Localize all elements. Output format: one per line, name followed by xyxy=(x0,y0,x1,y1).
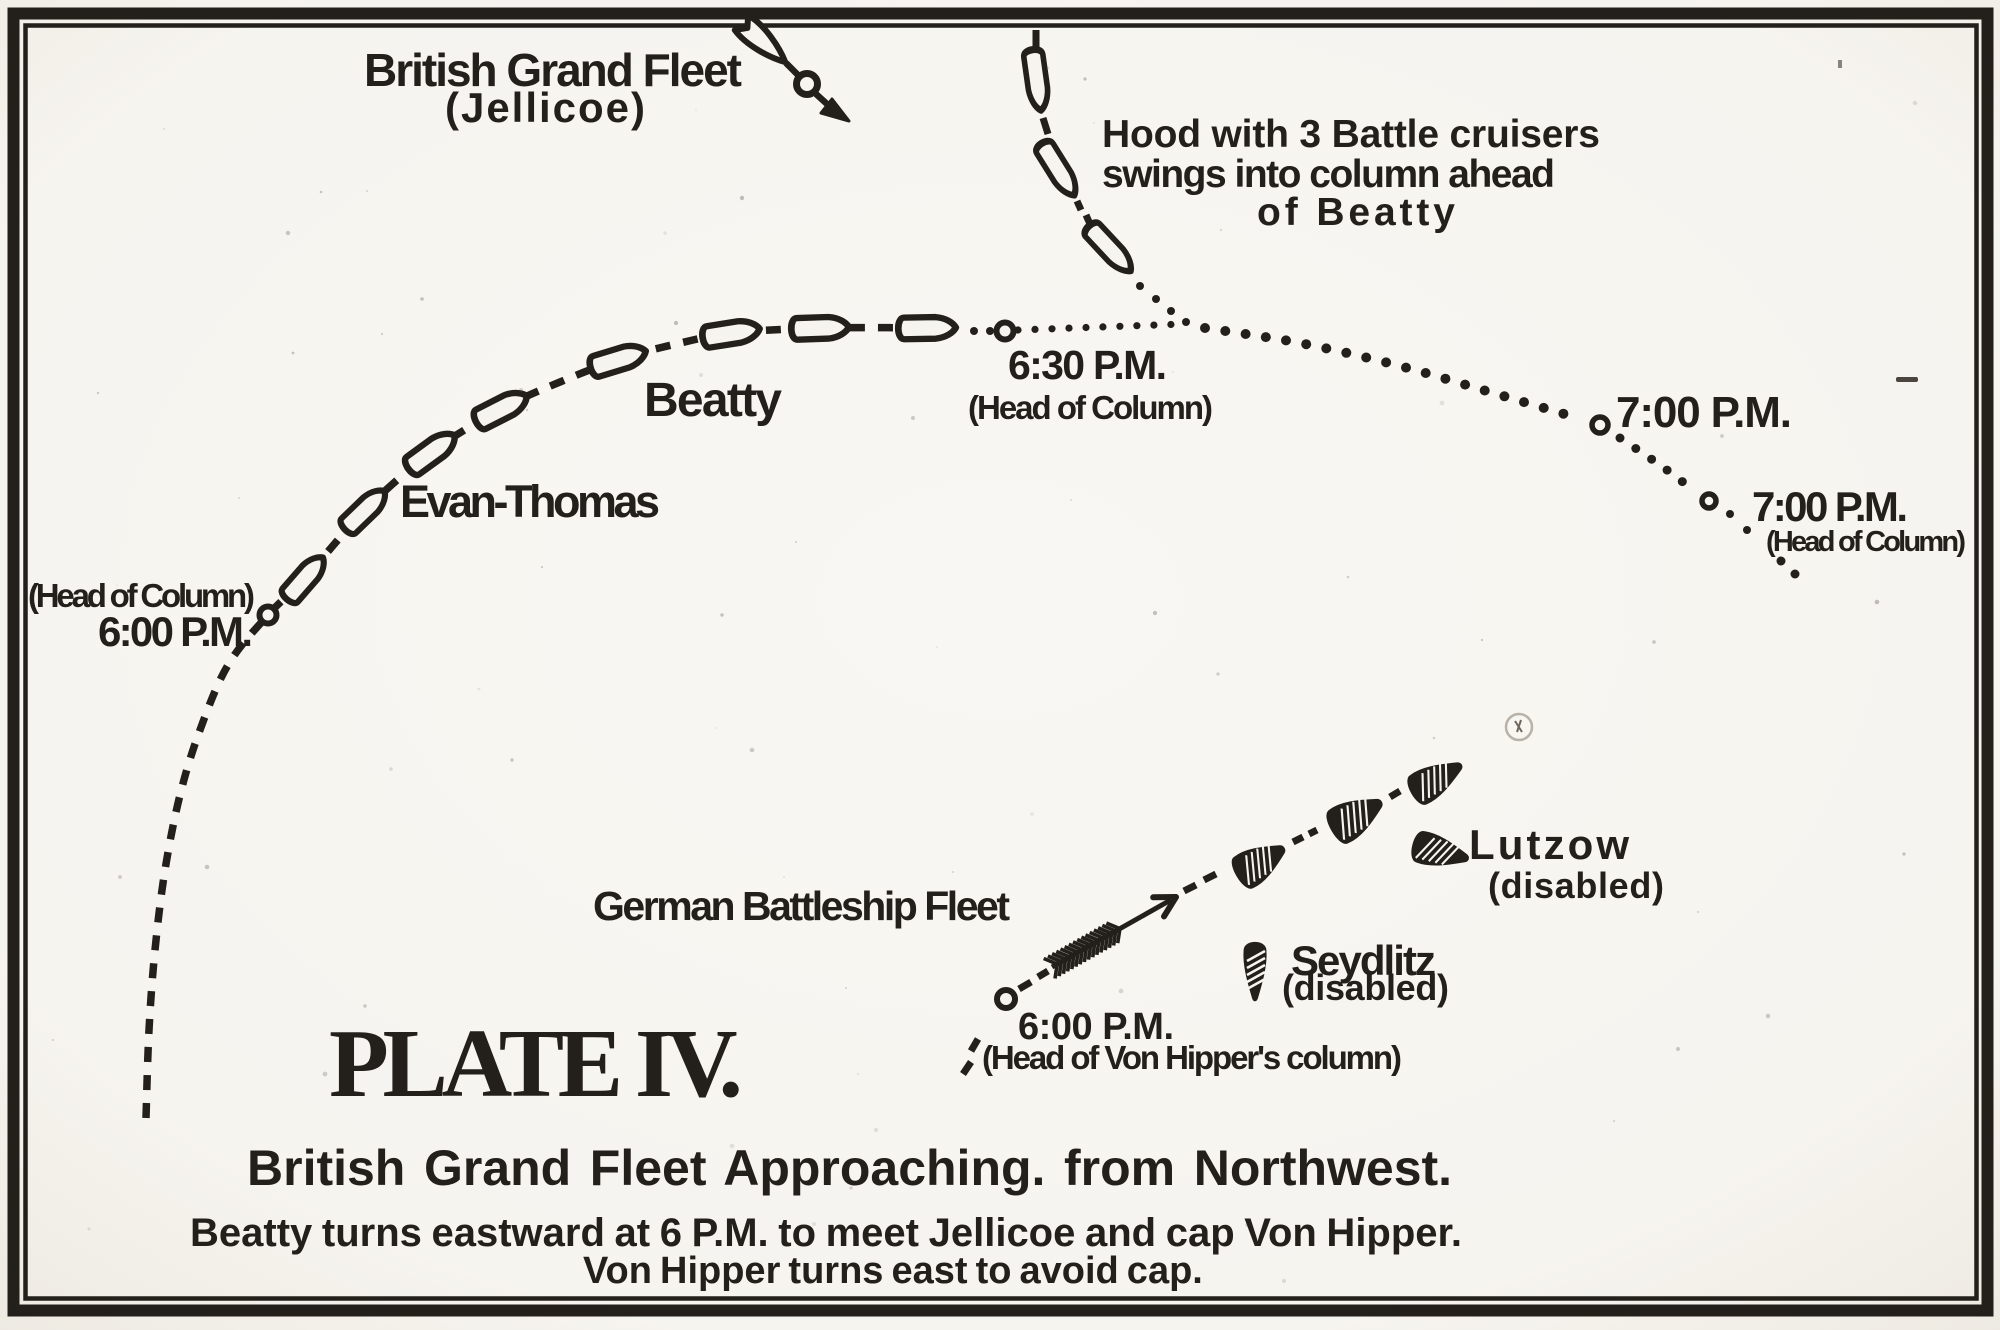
svg-text:British Grand Fleet Approachin: British Grand Fleet Approaching. from No… xyxy=(247,1140,1452,1196)
svg-text:7:00 P.M.: 7:00 P.M. xyxy=(1616,388,1792,437)
svg-text:(Head of Column): (Head of Column) xyxy=(968,389,1213,426)
svg-text:British Grand Fleet: British Grand Fleet xyxy=(364,44,742,96)
svg-text:PLATE IV.: PLATE IV. xyxy=(329,1010,743,1118)
svg-text:Beatty turns eastward at 6 P.M: Beatty turns eastward at 6 P.M. to meet … xyxy=(190,1211,1462,1255)
svg-text:(Head of Von Hipper's column): (Head of Von Hipper's column) xyxy=(982,1039,1402,1076)
svg-text:German Battleship Fleet: German Battleship Fleet xyxy=(593,883,1010,929)
svg-text:(Head of Column): (Head of Column) xyxy=(28,577,255,614)
svg-text:(Jellicoe): (Jellicoe) xyxy=(445,84,645,131)
svg-text:6:00 P.M.: 6:00 P.M. xyxy=(98,608,253,655)
svg-text:Hood with 3 Battle cruisers: Hood with 3 Battle cruisers xyxy=(1102,113,1600,156)
svg-text:(disabled): (disabled) xyxy=(1282,967,1449,1008)
svg-text:swings into column ahead: swings into column ahead xyxy=(1102,153,1555,196)
svg-text:6:00 P.M.: 6:00 P.M. xyxy=(1018,1006,1174,1048)
svg-text:Evan-Thomas: Evan-Thomas xyxy=(400,476,660,527)
svg-text:(disabled): (disabled) xyxy=(1488,865,1664,906)
svg-text:Lutzow: Lutzow xyxy=(1469,821,1629,868)
svg-text:6:30 P.M.: 6:30 P.M. xyxy=(1008,342,1167,388)
svg-text:of Beatty: of Beatty xyxy=(1257,191,1455,234)
svg-text:Von Hipper turns east to avoid: Von Hipper turns east to avoid cap. xyxy=(583,1250,1203,1292)
svg-text:Seydlitz: Seydlitz xyxy=(1291,937,1436,984)
svg-text:Beatty: Beatty xyxy=(644,374,782,427)
svg-text:(Head of Column): (Head of Column) xyxy=(1766,526,1966,558)
svg-text:7:00 P.M.: 7:00 P.M. xyxy=(1752,483,1908,530)
